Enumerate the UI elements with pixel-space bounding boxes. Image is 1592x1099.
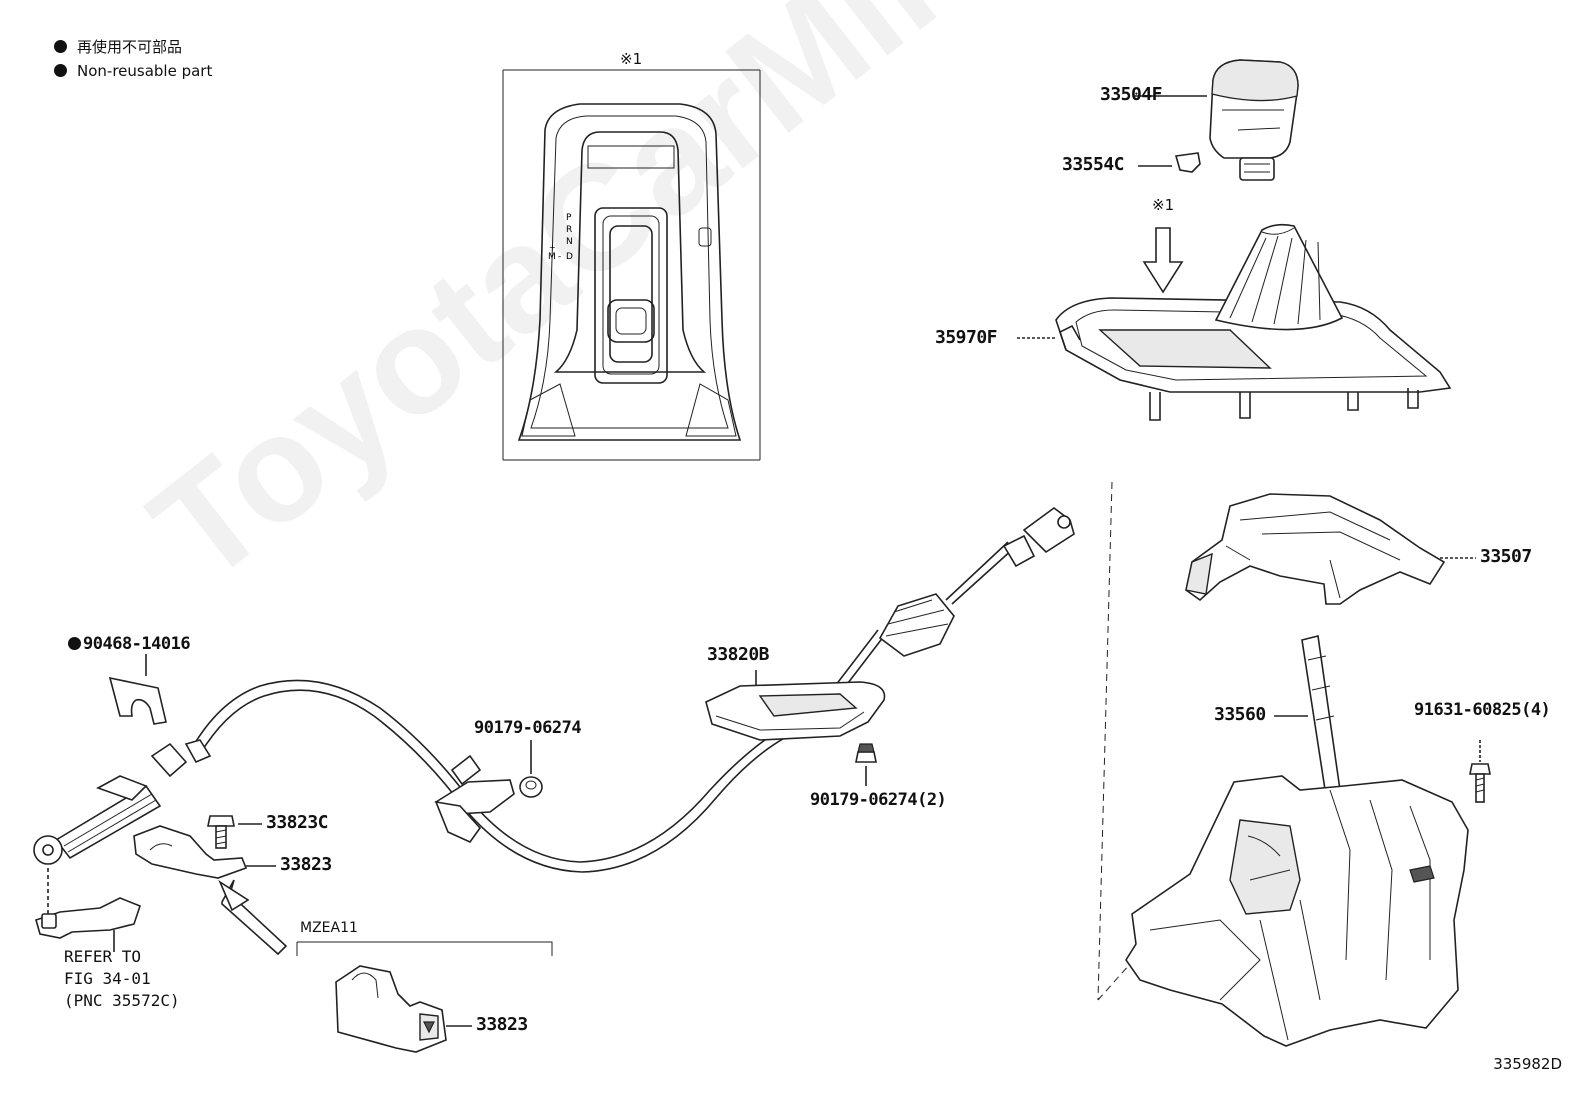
pointer-arrow: [218, 879, 288, 956]
part-label-33507[interactable]: 33507: [1480, 546, 1532, 567]
nonreusable-dot-icon: [54, 40, 67, 53]
part-label-33560[interactable]: 33560: [1214, 704, 1266, 725]
bracket-33823-upper: [133, 825, 248, 879]
grommet-90179-b: [855, 743, 877, 763]
part-label-91631[interactable]: 91631-60825(4): [1414, 700, 1551, 720]
nonreusable-dot-icon: [54, 64, 67, 77]
shift-pin: [35, 868, 141, 939]
console-panel: [1055, 223, 1452, 421]
part-label-33554C[interactable]: 33554C: [1062, 154, 1125, 175]
shift-panel-inset: [502, 69, 761, 461]
part-label-33820B[interactable]: 33820B: [707, 644, 770, 665]
part-label-35970F[interactable]: 35970F: [935, 327, 998, 348]
shift-m: M: [548, 252, 556, 262]
shift-d: D: [566, 252, 573, 262]
ref-mark-arrow: ※1: [1152, 196, 1175, 214]
part-label-90468-text: 90468-14016: [83, 634, 191, 654]
bolt-33823C: [207, 815, 235, 849]
shift-n: N: [566, 237, 573, 247]
variant-label: MZEA11: [300, 920, 358, 936]
ref-arrow: [1142, 227, 1184, 294]
nonreusable-dot-icon: [68, 637, 81, 650]
part-label-33504F[interactable]: 33504F: [1100, 84, 1163, 105]
legend-en-text: Non-reusable part: [77, 62, 213, 80]
part-label-33823C[interactable]: 33823C: [266, 812, 329, 833]
knob-clip: [1174, 152, 1201, 173]
clip-90468: [108, 676, 167, 725]
part-label-90179-a[interactable]: 90179-06274: [474, 718, 582, 738]
legend-jp: 再使用不可部品: [54, 36, 182, 57]
shift-r: R: [566, 225, 572, 235]
shift-plus: +: [549, 243, 556, 252]
shift-cable: [33, 507, 1075, 873]
shift-minus: -: [558, 252, 561, 262]
housing-cover: [1185, 493, 1446, 605]
part-label-33823-upper[interactable]: 33823: [280, 854, 332, 875]
grommet-90179-a: [519, 776, 543, 798]
shift-knob: [1209, 59, 1299, 181]
legend-en: Non-reusable part: [54, 62, 212, 80]
shift-p: P: [566, 213, 572, 223]
refer-note: REFER TO FIG 34-01 (PNC 35572C): [64, 947, 180, 1010]
part-label-90468[interactable]: 90468-14016: [68, 634, 191, 654]
legend-jp-text: 再使用不可部品: [77, 38, 183, 56]
shift-lever-assembly: [1125, 635, 1469, 1047]
bolt-91631: [1469, 763, 1491, 803]
part-label-90179-b[interactable]: 90179-06274(2): [810, 790, 947, 810]
mzea11-bracket: [296, 941, 553, 1053]
ref-mark-inset: ※1: [620, 50, 643, 68]
part-label-33823-lower[interactable]: 33823: [476, 1014, 528, 1035]
diagram-code: 335982D: [1493, 1055, 1562, 1073]
